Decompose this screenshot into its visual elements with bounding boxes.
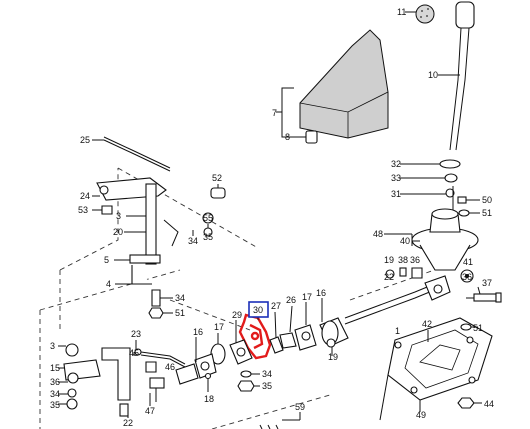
callout-4[interactable]: 4: [106, 279, 111, 289]
highlighted-part-30: [238, 313, 272, 360]
coupling-left: [175, 333, 226, 385]
callout-26[interactable]: 26: [286, 295, 296, 305]
parts-52-55: [192, 184, 226, 237]
callout-27[interactable]: 27: [271, 301, 281, 311]
lever-seat-parts: [400, 159, 461, 210]
callout-36-b[interactable]: 36: [462, 272, 472, 282]
callout-22[interactable]: 22: [384, 272, 394, 282]
callout-48[interactable]: 48: [373, 229, 383, 239]
callout-31[interactable]: 31: [391, 189, 401, 199]
callout-29[interactable]: 29: [232, 310, 242, 320]
callout-30-highlight[interactable]: 30: [248, 301, 269, 318]
callout-47[interactable]: 47: [145, 406, 155, 416]
callout-55[interactable]: 55: [203, 213, 213, 223]
callout-35-b[interactable]: 35: [262, 381, 272, 391]
callout-20[interactable]: 20: [113, 227, 123, 237]
callout-7[interactable]: 7: [272, 108, 277, 118]
callout-51-mid[interactable]: 51: [175, 308, 185, 318]
bracket-4: [115, 283, 173, 319]
callout-42[interactable]: 42: [422, 319, 432, 329]
bolts-middle: [237, 370, 260, 392]
shift-tower: [384, 208, 479, 271]
callout-22-bottom[interactable]: 22: [123, 418, 133, 428]
callout-45[interactable]: 45: [129, 348, 139, 358]
callout-35-c[interactable]: 35: [50, 400, 60, 410]
callout-46[interactable]: 46: [165, 362, 175, 372]
callout-17-right[interactable]: 17: [302, 292, 312, 302]
callout-44[interactable]: 44: [484, 399, 494, 409]
callout-32[interactable]: 32: [391, 159, 401, 169]
callout-25[interactable]: 25: [80, 135, 90, 145]
callout-19-mid[interactable]: 19: [328, 352, 338, 362]
boot-clip: [294, 130, 318, 144]
callout-3-upper[interactable]: 3: [116, 211, 121, 221]
callout-labels: 11 10 7 8 25 32 33 31 50 51 52 24 53 3 5…: [50, 7, 494, 428]
callout-51-top[interactable]: 51: [482, 208, 492, 218]
callout-30: 30: [253, 305, 263, 315]
left-lever-assembly: [92, 136, 179, 285]
callout-52[interactable]: 52: [212, 173, 222, 183]
housing-outline: [39, 167, 441, 429]
callout-35-a[interactable]: 35: [203, 232, 213, 242]
callout-11[interactable]: 11: [397, 7, 406, 17]
lower-left-assembly: [58, 340, 186, 418]
callout-18[interactable]: 18: [204, 394, 214, 404]
callout-16-left[interactable]: 16: [193, 327, 203, 337]
callout-36-c[interactable]: 36: [50, 377, 60, 387]
parts-27-29: [229, 311, 284, 365]
callout-34-d[interactable]: 34: [50, 389, 60, 399]
callout-49[interactable]: 49: [416, 410, 426, 420]
shift-knob: [405, 4, 435, 24]
callout-51-low[interactable]: 51: [473, 323, 483, 333]
coupling-middle: [279, 298, 349, 356]
callout-3-lower[interactable]: 3: [50, 341, 55, 351]
callout-34-a[interactable]: 34: [188, 236, 198, 246]
callout-41[interactable]: 41: [463, 257, 473, 267]
shift-rod: [344, 275, 502, 325]
callout-50[interactable]: 50: [482, 195, 492, 205]
callout-34-b[interactable]: 34: [175, 293, 185, 303]
callout-34-c[interactable]: 34: [262, 369, 272, 379]
nut-44: [457, 323, 482, 409]
callout-38[interactable]: 38: [398, 255, 408, 265]
pins-18-59: [204, 372, 301, 429]
callout-8[interactable]: 8: [285, 132, 290, 142]
callout-24[interactable]: 24: [80, 191, 90, 201]
callout-16-right[interactable]: 16: [316, 288, 326, 298]
shifter-base-plate: [379, 317, 493, 421]
callout-40[interactable]: 40: [400, 236, 410, 246]
callout-23[interactable]: 23: [131, 329, 141, 339]
callout-36-a[interactable]: 36: [410, 255, 420, 265]
shift-boot: [276, 29, 389, 139]
callout-19-top[interactable]: 19: [384, 255, 394, 265]
callout-59[interactable]: 59: [295, 402, 305, 412]
callout-15[interactable]: 15: [50, 363, 60, 373]
callout-17-left[interactable]: 17: [214, 322, 224, 332]
callout-5[interactable]: 5: [104, 255, 109, 265]
callout-37[interactable]: 37: [482, 278, 492, 288]
screw-50: [457, 196, 480, 217]
shift-lever: [438, 1, 475, 151]
callout-1[interactable]: 1: [395, 326, 400, 336]
callout-10[interactable]: 10: [428, 70, 438, 80]
callout-53[interactable]: 53: [78, 205, 88, 215]
small-parts-right: [385, 267, 474, 283]
callout-33[interactable]: 33: [391, 173, 401, 183]
